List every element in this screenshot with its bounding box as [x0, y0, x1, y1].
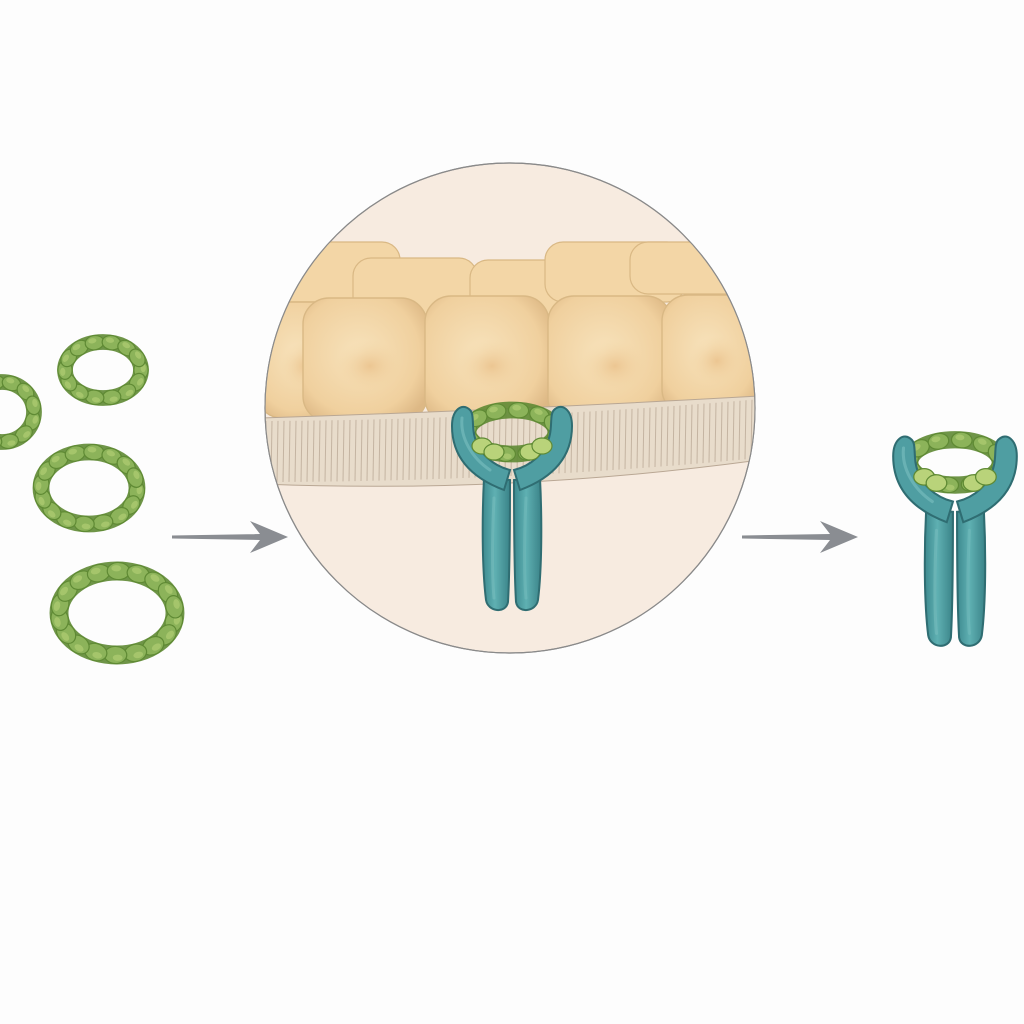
cell-nucleus — [457, 339, 527, 393]
free-ring — [49, 561, 185, 665]
ring-bead — [531, 437, 553, 455]
ring-bead — [0, 432, 3, 449]
epithelial-cell — [661, 294, 755, 416]
cell-nucleus — [335, 339, 405, 393]
free-ring-molecules — [0, 334, 185, 665]
cell-membrane — [265, 395, 755, 487]
right-arrow-icon — [172, 521, 288, 553]
receptor-stem-left — [481, 476, 512, 611]
zoom-circle-outline — [264, 162, 756, 654]
epithelial-cell-layer — [265, 241, 755, 425]
receptor-final — [892, 431, 1018, 647]
right-arrow-icon — [742, 521, 858, 553]
epithelial-cell — [547, 295, 673, 425]
cell-nucleus — [689, 335, 745, 387]
ring-bead — [925, 474, 948, 492]
ring-bead — [974, 467, 997, 486]
receptor-stem-right — [956, 508, 987, 647]
free-ring — [57, 334, 149, 406]
receptor-in-membrane — [450, 401, 574, 611]
cell-back-row — [629, 241, 747, 295]
epithelial-cell — [302, 297, 428, 423]
zoom-circle — [264, 162, 756, 654]
receptor-with-bound-ring-in-membrane — [450, 401, 574, 611]
arrow-shape — [172, 521, 288, 553]
receptor-stem-left — [923, 508, 954, 647]
receptor-ring-complex — [892, 431, 1018, 647]
receptor-stem-right — [512, 476, 543, 611]
arrow-shape — [742, 521, 858, 553]
free-ring — [0, 374, 42, 450]
free-ring — [32, 443, 146, 533]
cell-nucleus — [580, 339, 650, 393]
ring-bead — [483, 443, 505, 461]
